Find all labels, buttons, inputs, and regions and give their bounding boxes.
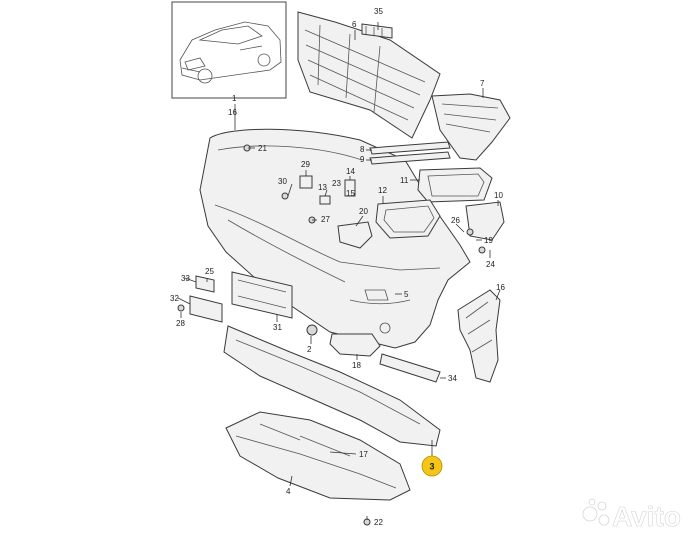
fog-light-frame-11 [417, 167, 493, 203]
strip-34 [379, 353, 441, 383]
callout-27: 27 [321, 215, 330, 224]
callout-labels: 35 6 7 1 16 21 8 9 11 12 10 29 14 13 23 … [170, 7, 505, 527]
trim-strips [369, 141, 451, 165]
side-bracket-16 [457, 289, 501, 383]
callout-20: 20 [359, 207, 368, 216]
callout-21: 21 [258, 144, 267, 153]
callout-33: 33 [181, 274, 190, 283]
small-fasteners [177, 144, 486, 526]
leader-lines [177, 22, 501, 520]
callout-3-highlighted: 3 [429, 462, 434, 472]
license-plate-bracket [189, 271, 293, 323]
highlighted-callout[interactable]: 3 [421, 455, 443, 477]
callout-22: 22 [374, 518, 383, 527]
air-intake-grille-7 [431, 93, 511, 161]
callout-15: 15 [346, 189, 355, 198]
callout-11: 11 [400, 176, 409, 185]
avito-watermark: Avito [582, 498, 681, 532]
fog-light-18 [329, 333, 381, 357]
callout-32: 32 [170, 294, 179, 303]
vehicle-thumbnail [171, 1, 287, 99]
callout-2: 2 [307, 345, 312, 354]
callout-5: 5 [404, 290, 409, 299]
callout-31: 31 [273, 323, 282, 332]
washer-cover-12 [375, 199, 441, 239]
spoiler-lip-3 [223, 325, 441, 447]
callout-14: 14 [346, 167, 355, 176]
callout-8: 8 [360, 145, 365, 154]
callout-10: 10 [494, 191, 503, 200]
callout-17: 17 [359, 450, 368, 459]
callout-9: 9 [360, 155, 365, 164]
bumper-cover [199, 128, 471, 349]
watermark-text: Avito [612, 501, 681, 532]
underbody-panel-4 [225, 411, 411, 501]
callout-35: 35 [374, 7, 383, 16]
callout-23: 23 [332, 179, 341, 188]
callout-12: 12 [378, 186, 387, 195]
callout-24: 24 [486, 260, 495, 269]
callout-18: 18 [352, 361, 361, 370]
callout-7: 7 [480, 79, 485, 88]
callout-30: 30 [278, 177, 287, 186]
callout-26: 26 [451, 216, 460, 225]
callout-1: 1 [232, 94, 237, 103]
callout-16: 16 [496, 283, 505, 292]
callout-25: 25 [205, 267, 214, 276]
callout-4: 4 [286, 487, 291, 496]
callout-13: 13 [318, 183, 327, 192]
avito-logo-icon [582, 498, 610, 526]
callout-34: 34 [448, 374, 457, 383]
callout-6: 6 [352, 20, 357, 29]
callout-28: 28 [176, 319, 185, 328]
callout-29: 29 [301, 160, 310, 169]
bracket-35 [361, 23, 393, 39]
callout-16-top: 16 [228, 108, 237, 117]
bracket-20 [337, 221, 373, 249]
callout-19: 19 [484, 236, 493, 245]
